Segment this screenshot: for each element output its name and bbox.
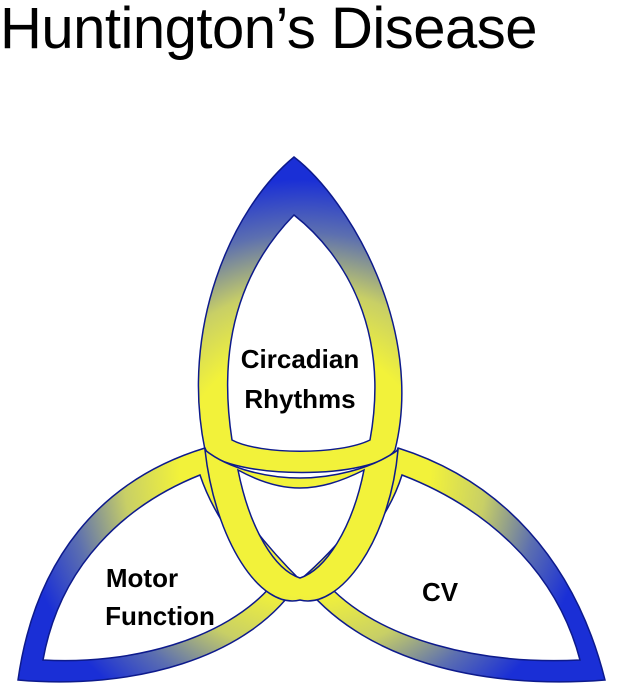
lobe-lower-weave xyxy=(204,448,399,602)
lobe-left-label-line1: Motor xyxy=(106,563,178,593)
page-title: Huntington’s Disease xyxy=(0,0,538,61)
lobe-top xyxy=(197,156,403,474)
lobe-top-label-line2: Rhythms xyxy=(244,384,355,414)
lobe-top-label-line1: Circadian xyxy=(241,344,360,374)
lobe-right-label: CV xyxy=(422,577,459,607)
lobe-left-label-line2: Function xyxy=(105,601,215,631)
